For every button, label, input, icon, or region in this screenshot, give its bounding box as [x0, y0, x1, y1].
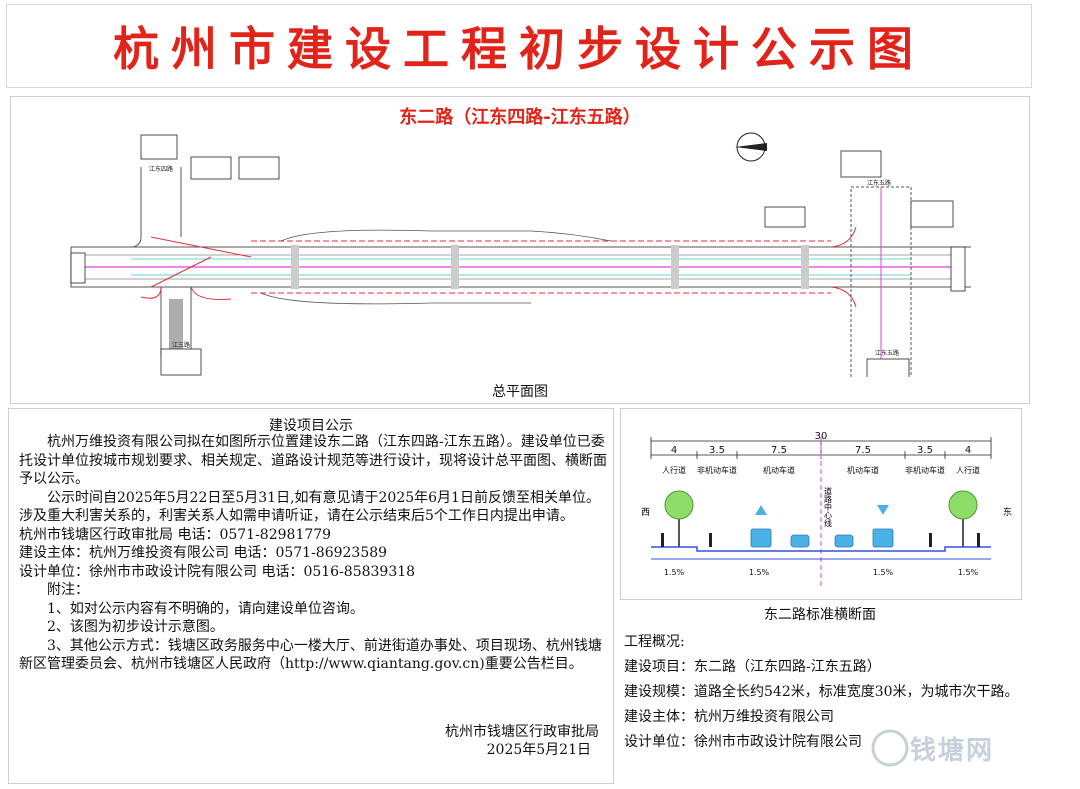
notice-heading: 建设项目公示: [269, 418, 353, 434]
cyclist-icon: [929, 533, 932, 547]
east-cross-south-label: 江东五路: [875, 349, 899, 357]
width-3: 7.5: [771, 445, 787, 456]
bus-icon: [750, 528, 772, 548]
watermark-text: 钱塘网: [910, 736, 995, 766]
overview-designer: 设计单位：徐州市市政设计院有限公司: [624, 734, 862, 750]
lane-label-6: 人行道: [956, 465, 980, 475]
note-1: 1、如对公示内容有不明确的，请向建设单位咨询。: [47, 600, 364, 617]
section-caption: 东二路标准横断面: [764, 607, 876, 623]
total-width-label: 30: [815, 431, 828, 442]
plan-caption: 总平面图: [492, 384, 548, 400]
pedestrian-icon: [661, 533, 664, 547]
approver-contact: 杭州市钱塘区行政审批局 电话：0571-82981779: [19, 526, 332, 543]
slope-4: 1.5%: [958, 568, 979, 577]
owner-contact: 建设主体：杭州万维投资有限公司 电话：0571-86923589: [19, 545, 388, 561]
tree-icon: [664, 490, 694, 547]
lane-label-5: 非机动车道: [905, 465, 945, 475]
notice-body: 杭州万维投资有限公司拟在如图所示位置建设东二路（江东四路-江东五路）。建设单位已…: [19, 433, 611, 674]
lane-label-2: 非机动车道: [697, 465, 737, 475]
designer-contact: 设计单位：徐州市市政设计院有限公司 电话：0516-85839318: [19, 563, 416, 580]
notice-paragraph-1: 杭州万维投资有限公司拟在如图所示位置建设东二路（江东四路-江东五路）。建设单位已…: [19, 434, 607, 487]
overview-scale: 建设规模：道路全长约542米，标准宽度30米，为城市次干路。: [624, 684, 1019, 700]
notes-title: 附注：: [47, 582, 89, 598]
east-cross-road-label: 江东五路: [867, 179, 891, 187]
width-5: 3.5: [917, 445, 933, 456]
site-plan-drawing: 江东四路 江东五路 江东五路 江三路: [70, 132, 971, 377]
page-title: 杭州市建设工程初步设计公示图: [113, 22, 925, 76]
car-icon: [790, 534, 810, 548]
lane-label-3: 机动车道: [763, 465, 795, 475]
south-branch-label: 江三路: [172, 341, 190, 349]
north-arrow-icon: [735, 132, 767, 162]
site-plan-panel: 东二路（江东四路-江东五路）: [10, 96, 1030, 404]
note-3: 3、其他公示方式：钱塘区政务服务中心一楼大厅、前进街道办事处、项目现场、杭州钱塘…: [19, 637, 602, 673]
center-line-label: 道路中心线: [824, 486, 833, 527]
cross-section-drawing: 30 4 3.5 7.5 7.5 3.5 4 人行道 非机动车道 机动车道 机动…: [641, 431, 1012, 587]
tree-icon: [948, 490, 978, 547]
width-6: 4: [965, 445, 971, 456]
watermark-logo: 钱塘网: [870, 720, 1070, 780]
watermark-emblem-icon: [871, 729, 909, 767]
east-label: 东: [1003, 506, 1012, 518]
pedestrian-icon: [977, 533, 980, 547]
plan-title: 东二路（江东四路-江东五路）: [399, 107, 641, 128]
west-label: 西: [641, 507, 650, 518]
project-overview: 工程概况: 建设项目：东二路（江东四路-江东五路） 建设规模：道路全长约542米…: [624, 630, 1080, 755]
sign-organization: 杭州市钱塘区行政审批局: [445, 724, 599, 740]
note-2: 2、该图为初步设计示意图。: [47, 619, 224, 635]
notice-paragraph-2: 公示时间自2025年5月22日至5月31日,如有意见请于2025年6月1日前反馈…: [19, 489, 600, 525]
lane-label-1: 人行道: [662, 465, 686, 475]
width-4: 7.5: [855, 445, 871, 456]
overview-owner: 建设主体：杭州万维投资有限公司: [624, 709, 834, 725]
overview-project: 建设项目：东二路（江东四路-江东五路）: [624, 659, 881, 675]
width-2: 3.5: [709, 445, 725, 456]
lane-label-4: 机动车道: [847, 465, 879, 475]
width-1: 4: [671, 445, 677, 456]
notice-panel: 建设项目公示 杭州万维投资有限公司拟在如图所示位置建设东二路（江东四路-江东五路…: [8, 408, 614, 784]
car-icon: [834, 534, 854, 548]
arrow-up-icon: [877, 505, 889, 515]
sign-date: 2025年5月21日: [486, 742, 591, 758]
title-banner: 杭州市建设工程初步设计公示图: [6, 4, 1032, 88]
slope-2: 1.5%: [749, 568, 770, 577]
cross-section-panel: 30 4 3.5 7.5 7.5 3.5 4 人行道 非机动车道 机动车道 机动…: [620, 408, 1022, 600]
overview-title: 工程概况:: [624, 634, 685, 650]
slope-1: 1.5%: [664, 568, 685, 577]
slope-3: 1.5%: [873, 568, 894, 577]
cyclist-icon: [709, 533, 712, 547]
bus-icon: [872, 528, 894, 548]
arrow-down-icon: [755, 505, 767, 515]
west-cross-road-label: 江东四路: [149, 165, 173, 173]
